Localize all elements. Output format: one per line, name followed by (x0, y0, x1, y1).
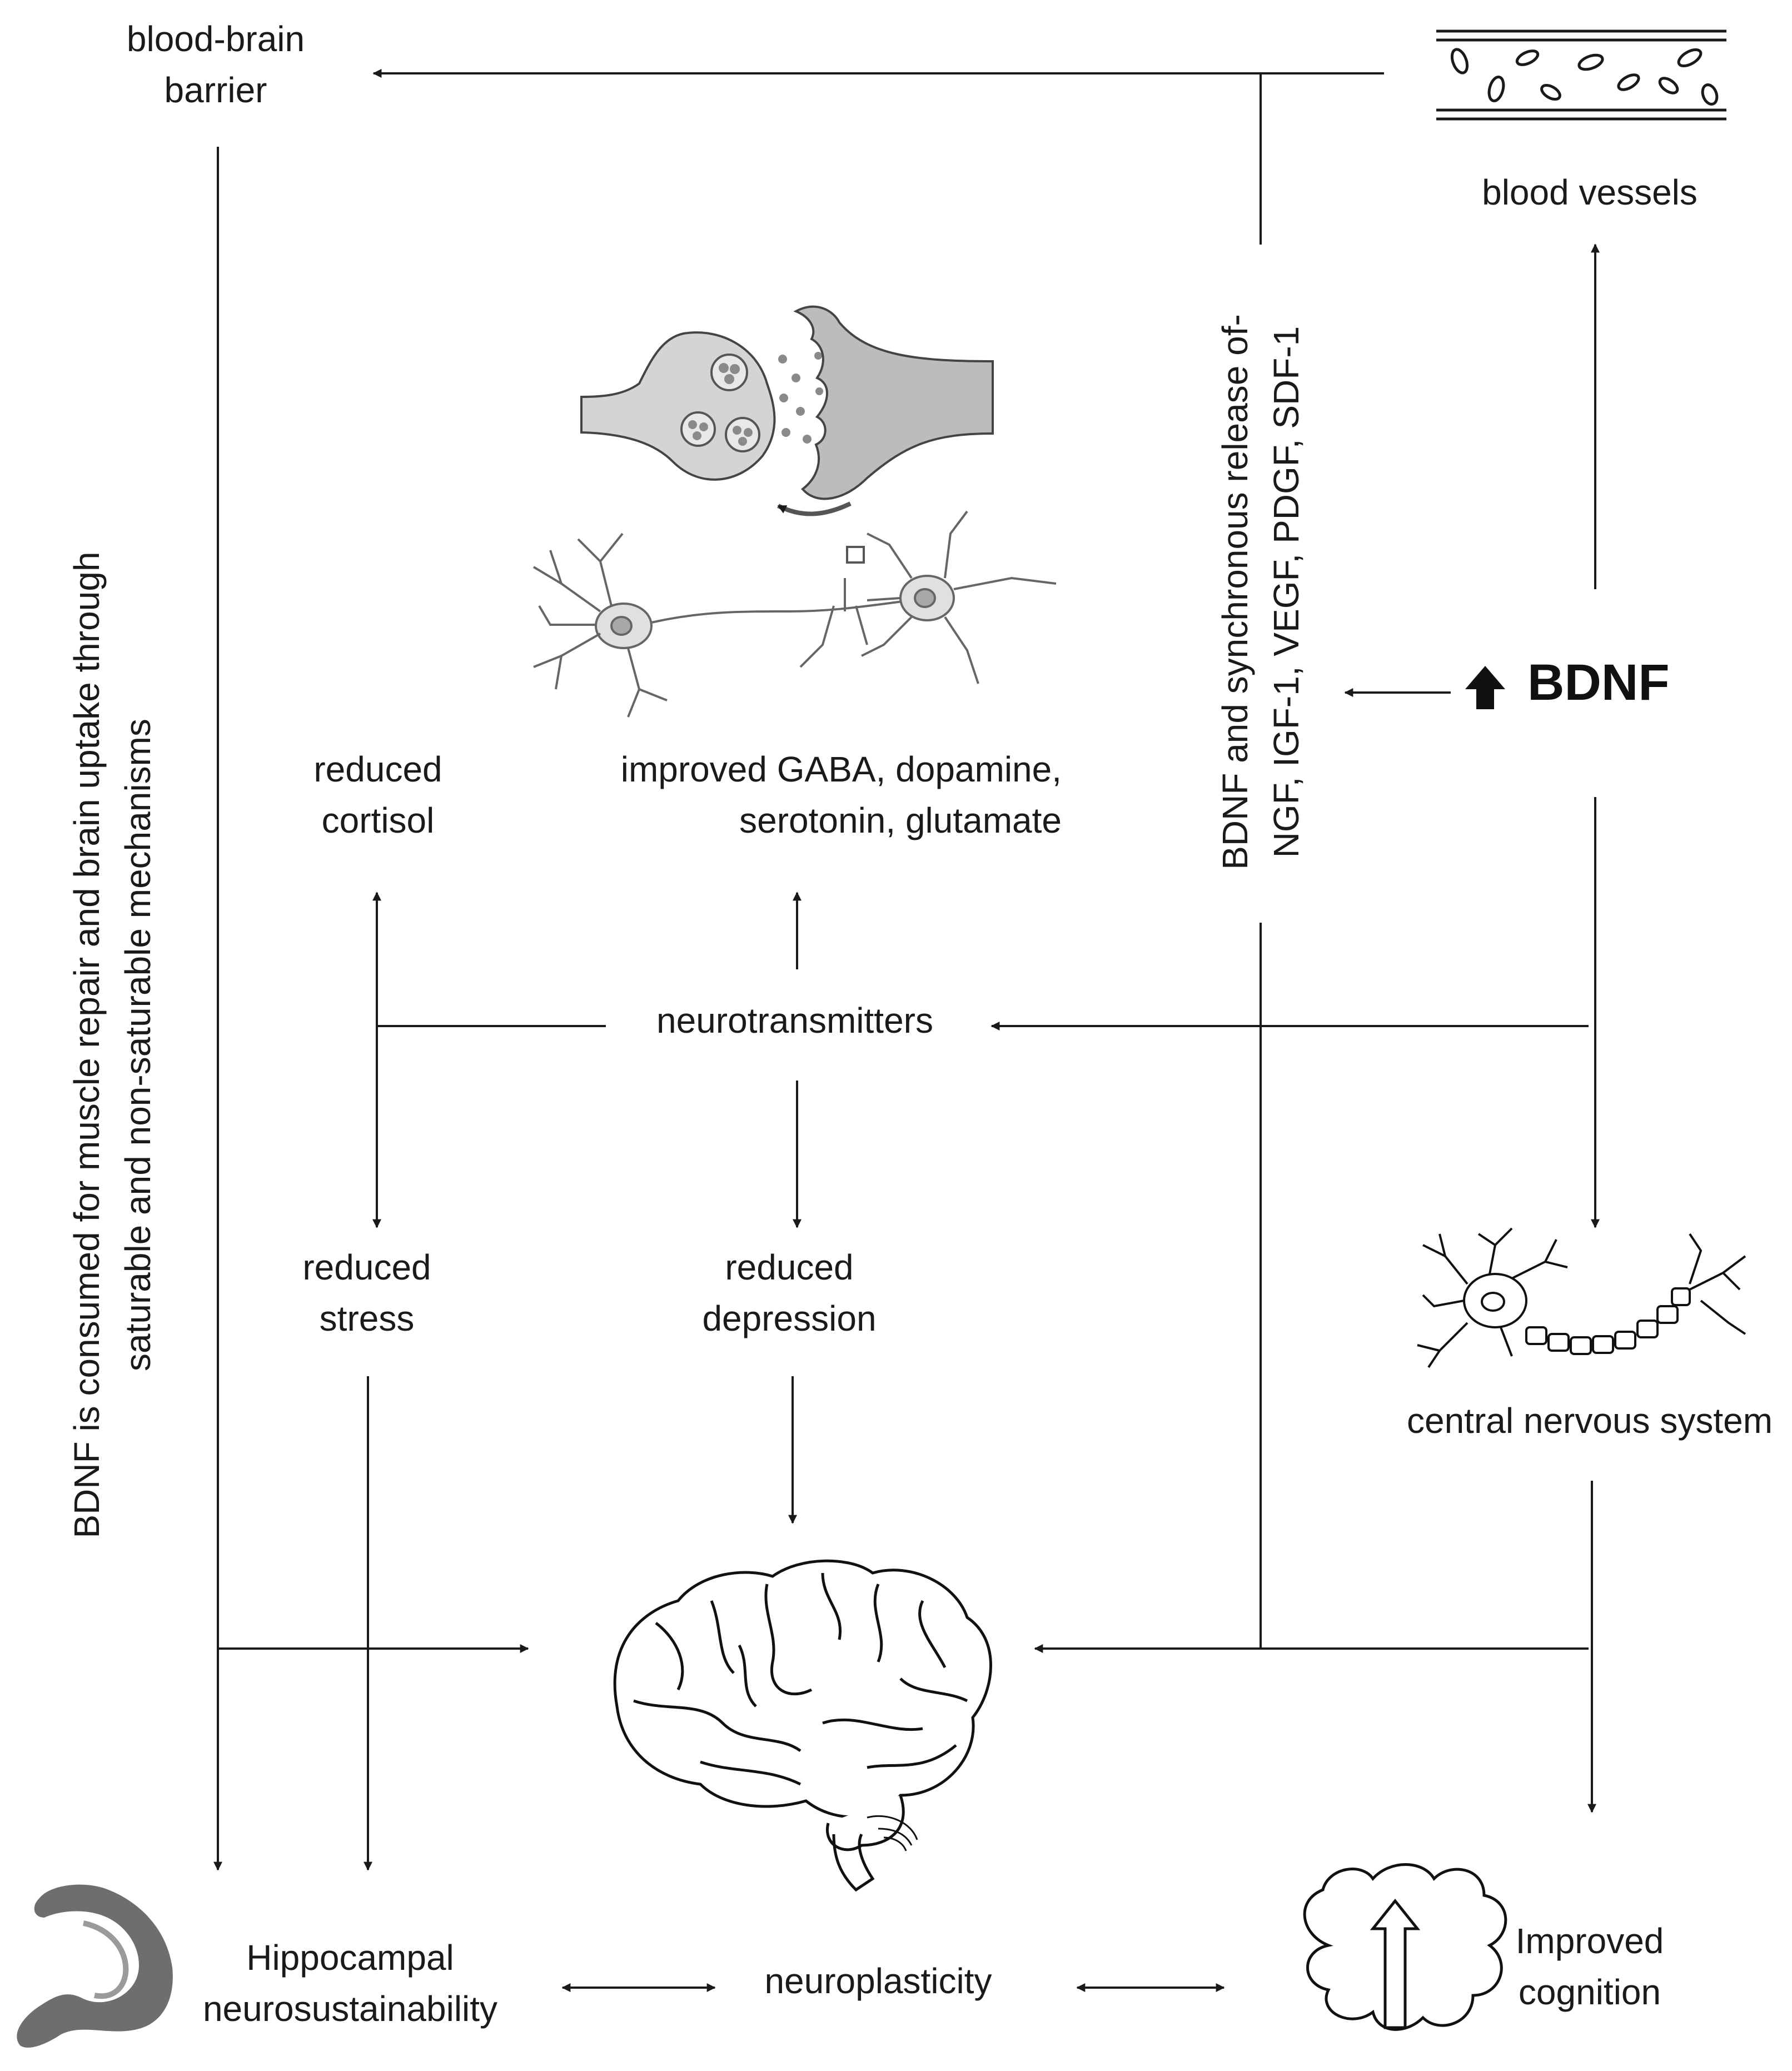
improved-cognition-line-1: Improved (1515, 1921, 1664, 1961)
neuron-pair-icon (532, 510, 1057, 718)
blood-brain-barrier-line-1: blood-brain (126, 19, 305, 59)
neurotransmitters-text: neurotransmitters (656, 1000, 933, 1041)
connectors (213, 69, 1600, 1992)
reduced-depression-line-2: depression (702, 1298, 877, 1338)
improved-transmitters-label: improved GABA, dopamine, serotonin, glut… (578, 744, 1062, 846)
reduced-depression-label: reduced depression (678, 1242, 900, 1344)
reduced-cortisol-line-1: reduced (313, 749, 442, 789)
blood-vessel-icon (1436, 29, 1726, 121)
hippocampal-line-2: neurosustainability (202, 1989, 498, 2029)
consumption-label: BDNF is consumed for muscle repair and b… (61, 522, 163, 1567)
brain-icon (613, 1559, 992, 1892)
hippocampal-label: Hippocampal neurosustainability (200, 1932, 500, 2034)
cognition-brain-icon (1303, 1863, 1507, 2031)
improved-transmitters-line-2: serotonin, glutamate (739, 800, 1062, 840)
reduced-cortisol-label: reduced cortisol (272, 744, 484, 846)
neurotransmitters-label: neurotransmitters (628, 995, 962, 1046)
cns-text: central nervous system (1406, 1401, 1773, 1441)
release-line-2: NGF, IGF-1, VEGF, PDGF, SDF-1 (1266, 326, 1306, 858)
neuroplasticity-text: neuroplasticity (764, 1961, 992, 2001)
hippocampal-line-1: Hippocampal (246, 1938, 454, 1978)
improved-cognition-label: Improved cognition (1501, 1915, 1679, 2018)
improved-transmitters-line-1: improved GABA, dopamine, (620, 749, 1062, 789)
consumption-line-1: BDNF is consumed for muscle repair and b… (67, 551, 107, 1539)
hippocampus-icon (17, 1884, 173, 2048)
neuroplasticity-label: neuroplasticity (734, 1955, 1023, 2007)
reduced-stress-line-1: reduced (302, 1247, 431, 1287)
release-line-1: BDNF and synchronous release of- (1215, 314, 1255, 870)
bdnf-label: BDNF (1527, 654, 1670, 711)
bdnf-up-arrow-icon (1465, 666, 1505, 709)
blood-vessels-text: blood vessels (1482, 172, 1698, 212)
blood-brain-barrier-line-2: barrier (164, 70, 267, 110)
reduced-stress-line-2: stress (319, 1298, 415, 1338)
release-label: BDNF and synchronous release of- NGF, IG… (1209, 300, 1312, 884)
synapse-icon (580, 305, 994, 516)
reduced-stress-label: reduced stress (272, 1242, 461, 1344)
reduced-cortisol-line-2: cortisol (321, 800, 435, 840)
consumption-line-2: saturable and non-saturable mechanisms (118, 719, 158, 1371)
myelinated-neuron-icon (1417, 1227, 1746, 1368)
blood-brain-barrier-label: blood-brain barrier (99, 13, 332, 116)
reduced-depression-line-1: reduced (725, 1247, 854, 1287)
cns-label: central nervous system (1390, 1395, 1790, 1446)
blood-vessels-label: blood vessels (1445, 167, 1734, 218)
improved-cognition-line-2: cognition (1518, 1972, 1661, 2012)
